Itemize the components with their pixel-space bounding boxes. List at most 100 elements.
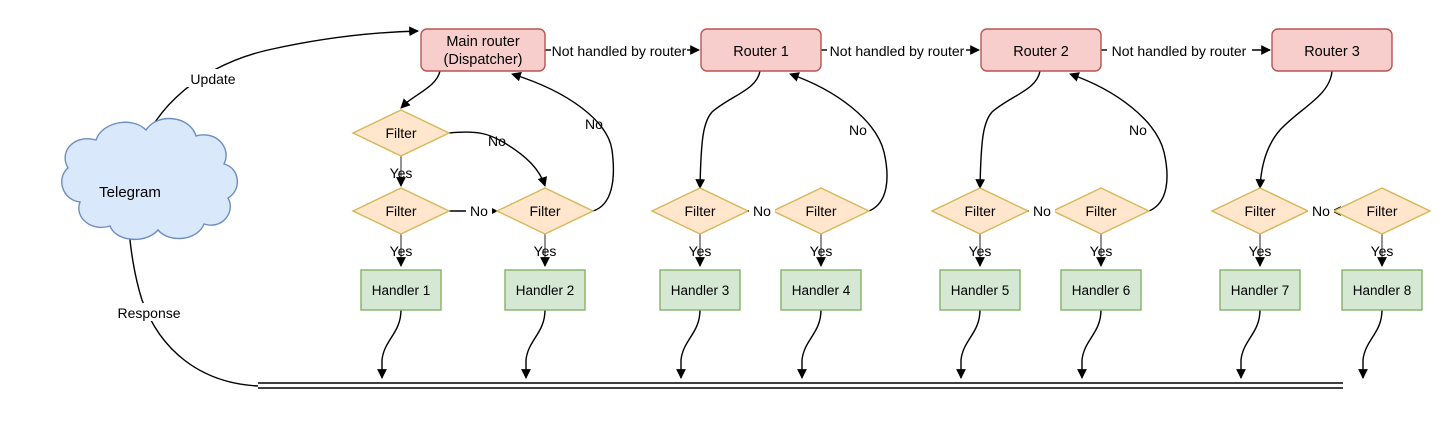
- filter-4[interactable]: Filter: [771, 187, 871, 235]
- handler-1[interactable]: Handler 1: [360, 269, 442, 311]
- handler-2-box: [504, 269, 586, 311]
- edge-router2-to-filter5: [975, 70, 1041, 189]
- handler-2[interactable]: Handler 2: [504, 269, 586, 311]
- handler-5[interactable]: Handler 5: [939, 269, 1021, 311]
- telegram-cloud[interactable]: Telegram: [61, 117, 238, 241]
- label-no-h-3: No: [1033, 203, 1051, 219]
- label-no-back-2: No: [849, 122, 867, 138]
- filter-5[interactable]: Filter: [930, 187, 1030, 235]
- filter-6[interactable]: Filter: [1051, 187, 1151, 235]
- handler-5-label: Handler 5: [951, 283, 1010, 298]
- filter-2-label: Filter: [529, 203, 560, 219]
- label-bg-no-h-4: [1308, 202, 1334, 219]
- handler-2-label: Handler 2: [516, 283, 575, 298]
- edge-filter4-no-back-to-router1: [789, 72, 888, 212]
- router-main-box: [420, 28, 546, 72]
- telegram-label: Telegram: [99, 184, 161, 201]
- response-bus: [258, 382, 1343, 389]
- label-bg-response: [109, 303, 189, 321]
- filter-7-label: Filter: [1244, 203, 1275, 219]
- handler-1-box: [360, 269, 442, 311]
- label-not-handled-1: Not handled by router: [552, 43, 687, 59]
- label-yes-7: Yes: [1249, 243, 1272, 259]
- label-bg-no-h-1: [466, 202, 492, 219]
- label-yes-2: Yes: [534, 243, 557, 259]
- edge-handler1-to-bus: [377, 309, 402, 379]
- filter-top-1-shape: [351, 109, 451, 157]
- filter-3-shape: [650, 187, 750, 235]
- handler-3[interactable]: Handler 3: [659, 269, 741, 311]
- router-main-label-line1: Main router: [446, 34, 520, 50]
- edge-handler4-to-bus: [797, 309, 822, 379]
- edge-filtertop-no: [448, 131, 548, 187]
- router-1-label: Router 1: [733, 44, 789, 60]
- filter-4-label: Filter: [805, 203, 836, 219]
- edge-handler7-to-bus: [1236, 309, 1261, 379]
- handler-8-label: Handler 8: [1353, 283, 1412, 298]
- label-no-back-1: No: [585, 116, 603, 132]
- router-3-label: Router 3: [1304, 44, 1360, 60]
- handler-7[interactable]: Handler 7: [1219, 269, 1301, 311]
- router-main-label-line2: (Dispatcher): [444, 52, 523, 68]
- label-yes-4: Yes: [810, 243, 833, 259]
- edge-filter6-no-back-to-router2: [1069, 72, 1168, 212]
- filter-7[interactable]: Filter: [1210, 187, 1310, 235]
- label-yes-6: Yes: [1090, 243, 1113, 259]
- label-yes-3: Yes: [689, 243, 712, 259]
- edge-handler2-to-bus: [521, 309, 546, 379]
- router-1[interactable]: Router 1: [700, 28, 822, 72]
- handler-6-box: [1060, 269, 1142, 311]
- handler-6-label: Handler 6: [1072, 283, 1131, 298]
- handler-4-label: Handler 4: [792, 283, 851, 298]
- handler-6[interactable]: Handler 6: [1060, 269, 1142, 311]
- label-bg-no-h-3: [1029, 202, 1055, 219]
- label-no-h-4: No: [1312, 203, 1330, 219]
- edge-handler6-to-bus: [1077, 309, 1102, 379]
- handler-8-box: [1341, 269, 1423, 311]
- edge-router1-to-filter3: [695, 70, 761, 189]
- router-main[interactable]: Main router (Dispatcher): [420, 28, 546, 72]
- router-3-box: [1271, 28, 1393, 72]
- label-yes-1: Yes: [390, 243, 413, 259]
- handler-8[interactable]: Handler 8: [1341, 269, 1423, 311]
- edge-router3-to-filter7: [1255, 70, 1333, 189]
- edge-filter2-no-back-to-main: [511, 71, 615, 212]
- label-bg-nh-3: [1111, 41, 1247, 59]
- edge-label-layer: Update Response Not handled by router No…: [109, 41, 1393, 321]
- handler-7-label: Handler 7: [1231, 283, 1290, 298]
- label-yes-top-1: Yes: [390, 165, 413, 181]
- label-update: Update: [190, 71, 235, 87]
- label-bg-nh-1: [551, 41, 687, 59]
- filter-6-label: Filter: [1085, 203, 1116, 219]
- router-3[interactable]: Router 3: [1271, 28, 1393, 72]
- label-bg-update: [182, 69, 244, 87]
- filter-5-shape: [930, 187, 1030, 235]
- handler-5-box: [939, 269, 1021, 311]
- router-2[interactable]: Router 2: [980, 28, 1102, 72]
- filter-2[interactable]: Filter: [495, 187, 595, 235]
- filter-8[interactable]: Filter: [1332, 187, 1432, 235]
- handler-3-box: [659, 269, 741, 311]
- handler-4[interactable]: Handler 4: [780, 269, 862, 311]
- label-not-handled-2: Not handled by router: [830, 43, 965, 59]
- handler-7-box: [1219, 269, 1301, 311]
- filter-8-label: Filter: [1366, 203, 1397, 219]
- edge-main-to-filter-top: [400, 70, 441, 109]
- router-2-box: [980, 28, 1102, 72]
- handler-3-label: Handler 3: [671, 283, 730, 298]
- handler-4-box: [780, 269, 862, 311]
- filter-1[interactable]: Filter: [351, 187, 451, 235]
- filter-3[interactable]: Filter: [650, 187, 750, 235]
- edge-handler8-to-bus: [1358, 309, 1383, 379]
- router-1-box: [700, 28, 822, 72]
- label-not-handled-3: Not handled by router: [1112, 43, 1247, 59]
- filter-top-1[interactable]: Filter: [351, 109, 451, 157]
- filter-6-shape: [1051, 187, 1151, 235]
- filter-7-shape: [1210, 187, 1310, 235]
- label-no-top-1: No: [488, 133, 506, 149]
- edge-handler5-to-bus: [956, 309, 981, 379]
- label-no-h-2: No: [753, 203, 771, 219]
- edge-handler3-to-bus: [676, 309, 701, 379]
- filter-5-label: Filter: [964, 203, 995, 219]
